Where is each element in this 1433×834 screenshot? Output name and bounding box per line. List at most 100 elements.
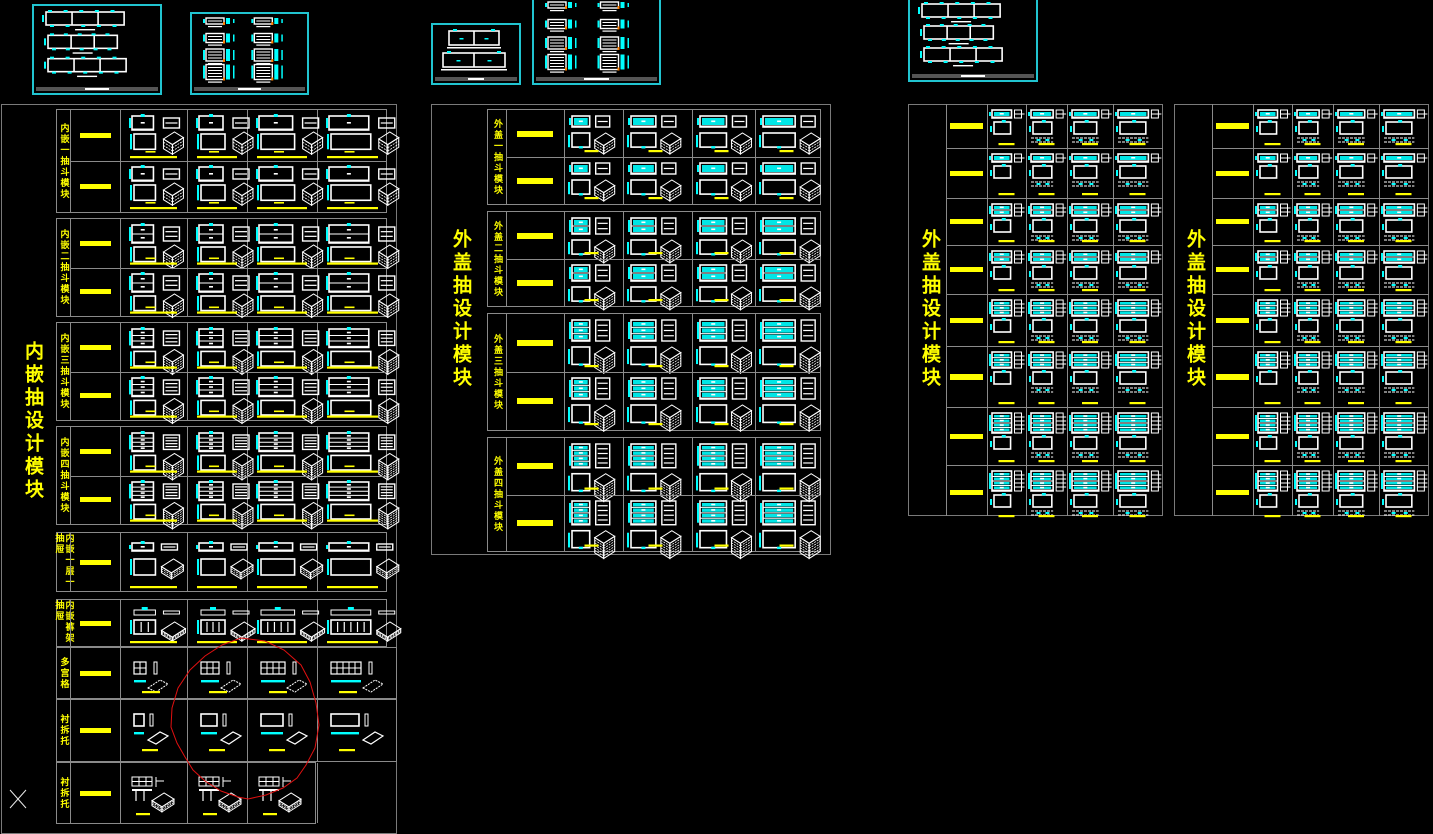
- module-cell[interactable]: [1379, 198, 1428, 245]
- module-cell[interactable]: [1379, 294, 1428, 346]
- module-cell[interactable]: [1113, 104, 1162, 148]
- module-cell[interactable]: [692, 372, 755, 433]
- module-cell[interactable]: [755, 372, 822, 433]
- module-cell[interactable]: [187, 427, 254, 481]
- module-cell[interactable]: [755, 438, 822, 503]
- row-label-text[interactable]: [79, 620, 111, 626]
- module-cell[interactable]: [1113, 294, 1162, 346]
- module-cell[interactable]: [623, 495, 692, 559]
- module-cell[interactable]: [1026, 346, 1067, 407]
- row-label-text[interactable]: [1216, 317, 1249, 323]
- module-cell[interactable]: [564, 259, 623, 311]
- module-cell[interactable]: [755, 212, 822, 264]
- module-cell[interactable]: [1253, 148, 1292, 198]
- module-cell[interactable]: [623, 372, 692, 433]
- module-cell[interactable]: [1253, 198, 1292, 245]
- module-cell[interactable]: [187, 372, 254, 424]
- row-label-text[interactable]: [79, 728, 111, 733]
- module-cell[interactable]: [120, 372, 187, 424]
- module-cell[interactable]: [755, 259, 822, 311]
- module-cell[interactable]: [1292, 148, 1333, 198]
- module-cell[interactable]: [1333, 407, 1379, 465]
- module-cell[interactable]: [755, 110, 822, 157]
- row-label-text[interactable]: [950, 490, 983, 495]
- module-cell[interactable]: [1113, 407, 1162, 465]
- module-cell[interactable]: [987, 104, 1026, 148]
- module-cell[interactable]: [317, 648, 388, 698]
- module-cell[interactable]: [317, 219, 400, 270]
- module-cell[interactable]: [987, 294, 1026, 346]
- module-cell[interactable]: [120, 161, 187, 212]
- row-label-text[interactable]: [79, 790, 111, 796]
- module-cell[interactable]: [247, 268, 324, 318]
- module-cell[interactable]: [623, 259, 692, 311]
- module-cell[interactable]: [120, 533, 187, 591]
- module-cell[interactable]: [623, 438, 692, 503]
- module-cell[interactable]: [564, 495, 623, 559]
- row-label-text[interactable]: [79, 240, 111, 246]
- module-cell[interactable]: [1253, 346, 1292, 407]
- module-cell[interactable]: [317, 476, 400, 530]
- thumbnail-sheet-1[interactable]: [32, 4, 162, 95]
- module-cell[interactable]: [317, 268, 400, 318]
- row-label-text[interactable]: [79, 184, 111, 189]
- module-cell[interactable]: [187, 648, 247, 698]
- module-cell[interactable]: [120, 323, 187, 376]
- module-cell[interactable]: [317, 372, 400, 424]
- module-cell[interactable]: [247, 533, 324, 591]
- row-label-text[interactable]: [79, 133, 111, 138]
- module-cell[interactable]: [1333, 104, 1379, 148]
- module-cell[interactable]: [187, 110, 254, 161]
- module-cell[interactable]: [987, 465, 1026, 520]
- module-cell[interactable]: [692, 495, 755, 559]
- module-cell[interactable]: [247, 110, 324, 161]
- module-cell[interactable]: [317, 427, 400, 481]
- module-cell[interactable]: [247, 219, 324, 270]
- module-cell[interactable]: [1379, 104, 1428, 148]
- module-cell[interactable]: [1067, 104, 1113, 148]
- module-cell[interactable]: [755, 157, 822, 204]
- module-cell[interactable]: [187, 476, 254, 530]
- module-cell[interactable]: [247, 600, 326, 646]
- module-cell[interactable]: [1333, 245, 1379, 294]
- row-label-text[interactable]: [950, 373, 983, 380]
- module-cell[interactable]: [1292, 465, 1333, 520]
- module-cell[interactable]: [1379, 465, 1428, 520]
- module-cell[interactable]: [187, 533, 254, 591]
- module-cell[interactable]: [564, 314, 623, 375]
- module-cell[interactable]: [1067, 294, 1113, 346]
- row-label-text[interactable]: [517, 130, 553, 137]
- module-cell[interactable]: [247, 427, 324, 481]
- module-cell[interactable]: [1292, 407, 1333, 465]
- module-cell[interactable]: [247, 763, 317, 823]
- module-cell[interactable]: [247, 161, 324, 212]
- module-cell[interactable]: [1026, 198, 1067, 245]
- module-cell[interactable]: [1067, 346, 1113, 407]
- module-cell[interactable]: [187, 268, 254, 318]
- module-cell[interactable]: [317, 533, 400, 591]
- module-cell[interactable]: [1113, 245, 1162, 294]
- module-cell[interactable]: [1379, 148, 1428, 198]
- module-cell[interactable]: [1067, 198, 1113, 245]
- module-cell[interactable]: [987, 407, 1026, 465]
- module-cell[interactable]: [692, 438, 755, 503]
- module-cell[interactable]: [1067, 245, 1113, 294]
- module-cell[interactable]: [1333, 148, 1379, 198]
- row-label-text[interactable]: [950, 123, 983, 129]
- module-cell[interactable]: [1113, 198, 1162, 245]
- thumbnail-sheet-3[interactable]: [431, 23, 521, 85]
- module-cell[interactable]: [1253, 465, 1292, 520]
- module-cell[interactable]: [623, 212, 692, 264]
- row-label-text[interactable]: [1216, 219, 1249, 224]
- module-cell[interactable]: [247, 476, 324, 530]
- row-label-text[interactable]: [1216, 490, 1249, 495]
- row-label-text[interactable]: [79, 344, 111, 350]
- module-cell[interactable]: [692, 212, 755, 264]
- module-cell[interactable]: [1292, 346, 1333, 407]
- module-cell[interactable]: [692, 314, 755, 375]
- module-cell[interactable]: [564, 438, 623, 503]
- module-cell[interactable]: [187, 763, 247, 823]
- module-cell[interactable]: [623, 110, 692, 157]
- module-cell[interactable]: [692, 259, 755, 311]
- module-cell[interactable]: [1253, 104, 1292, 148]
